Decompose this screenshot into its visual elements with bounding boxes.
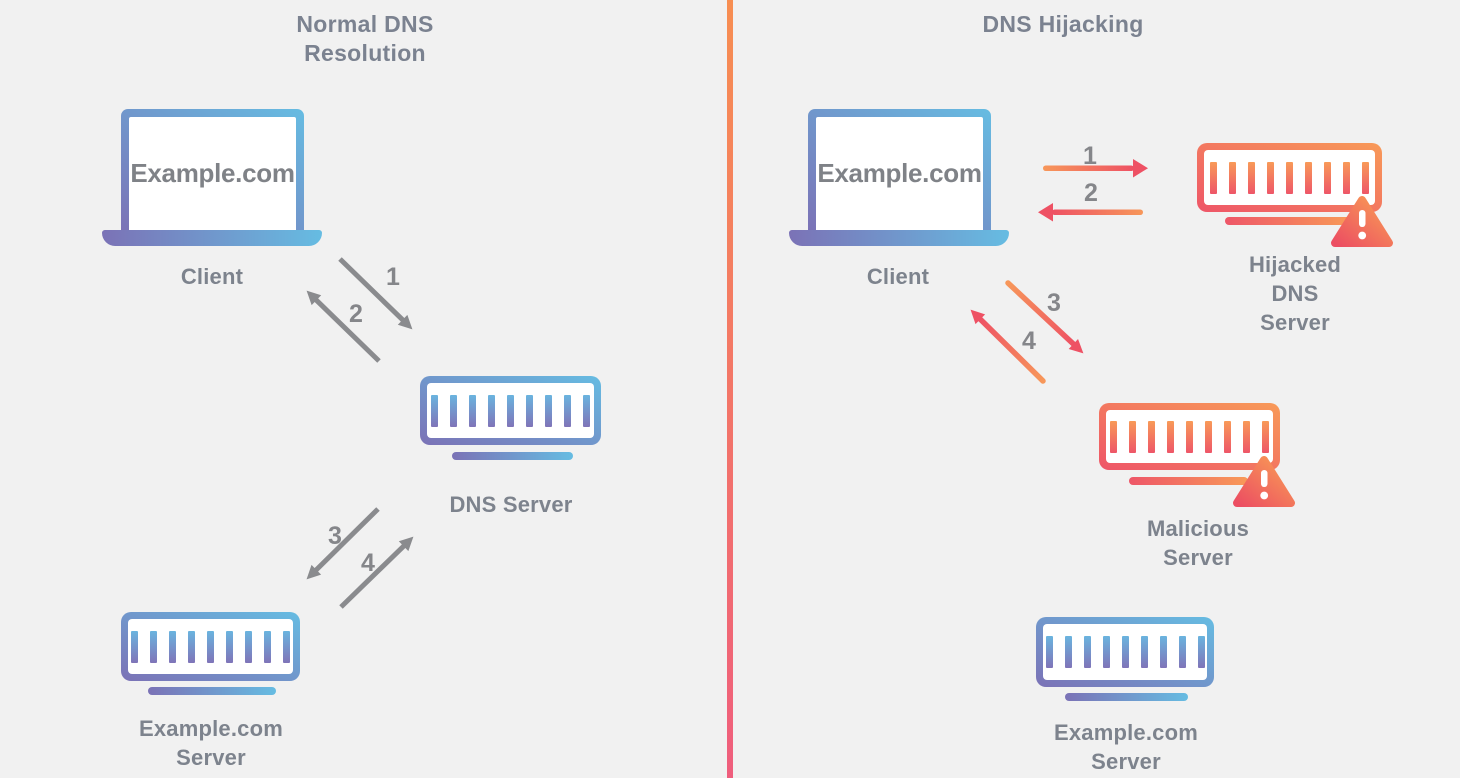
warning-icon bbox=[1331, 196, 1393, 247]
left-arrow-3 bbox=[306, 507, 380, 580]
hijacked-dns-server-label: Hijacked DNS Server bbox=[1195, 250, 1395, 337]
malicious-server-label: Malicious Server bbox=[1098, 514, 1298, 572]
left-client-screen-text: Example.com bbox=[130, 158, 295, 188]
left-arrow-4 bbox=[339, 536, 414, 609]
left-origin-server-stand bbox=[148, 687, 276, 695]
left-client-laptop-icon: Example.com bbox=[121, 109, 304, 230]
right-step-1: 1 bbox=[1083, 142, 1097, 170]
right-panel-title: DNS Hijacking bbox=[982, 11, 1144, 37]
dns-server-label: DNS Server bbox=[449, 492, 573, 517]
malicious-server-icon bbox=[1099, 403, 1280, 470]
left-client-label: Client bbox=[180, 264, 244, 289]
dns-server-stand bbox=[452, 452, 573, 460]
hijacked-dns-server-panel bbox=[1204, 150, 1375, 205]
right-client-screen-text: Example.com bbox=[817, 158, 982, 188]
hijacked-label-line3: Server bbox=[1260, 310, 1330, 335]
hijacked-dns-server-icon bbox=[1197, 143, 1382, 212]
left-origin-server-panel bbox=[128, 619, 293, 674]
dns-server-panel bbox=[427, 383, 594, 438]
left-step-1: 1 bbox=[386, 263, 400, 291]
left-origin-label-line2: Server bbox=[176, 745, 246, 770]
left-origin-label-line1: Example.com bbox=[138, 716, 284, 741]
warning-icon bbox=[1233, 456, 1295, 507]
malicious-label-line2: Server bbox=[1163, 545, 1233, 570]
right-client-laptop-icon: Example.com bbox=[808, 109, 991, 230]
right-origin-server-stand bbox=[1065, 693, 1188, 701]
right-client-label: Client bbox=[866, 264, 930, 289]
right-step-3: 3 bbox=[1047, 289, 1061, 317]
right-origin-server-panel bbox=[1043, 624, 1207, 680]
left-origin-server-icon bbox=[121, 612, 300, 681]
left-title-line1: Normal DNS bbox=[296, 11, 434, 37]
right-origin-server-label: Example.com Server bbox=[1026, 718, 1226, 776]
malicious-server-stand bbox=[1129, 477, 1248, 485]
hijacked-label-line1: Hijacked bbox=[1248, 252, 1342, 277]
right-origin-server-icon bbox=[1036, 617, 1214, 687]
malicious-label-line1: Malicious bbox=[1146, 516, 1250, 541]
left-panel-title: Normal DNS Resolution bbox=[165, 10, 565, 68]
hijacked-dns-server-stand bbox=[1225, 217, 1351, 225]
malicious-server-panel bbox=[1106, 410, 1273, 463]
dns-server-icon bbox=[420, 376, 601, 445]
right-arrow-1 bbox=[1043, 159, 1148, 178]
right-client-laptop-base bbox=[789, 230, 1009, 246]
right-step-2: 2 bbox=[1084, 179, 1098, 207]
right-step-4: 4 bbox=[1022, 327, 1036, 355]
right-origin-label-line1: Example.com bbox=[1053, 720, 1199, 745]
right-arrow-2 bbox=[1038, 203, 1143, 222]
hijacked-label-line2: DNS bbox=[1271, 281, 1319, 306]
left-step-2: 2 bbox=[349, 300, 363, 328]
left-origin-server-label: Example.com Server bbox=[111, 714, 311, 772]
right-origin-label-line2: Server bbox=[1091, 749, 1161, 774]
panel-divider bbox=[727, 0, 733, 778]
left-arrow-2 bbox=[306, 290, 381, 363]
right-arrow-3 bbox=[1005, 280, 1084, 354]
left-step-4: 4 bbox=[361, 549, 375, 577]
right-client-laptop-screen: Example.com bbox=[816, 117, 983, 230]
left-step-3: 3 bbox=[328, 522, 342, 550]
right-arrow-4 bbox=[970, 309, 1046, 384]
left-arrow-1 bbox=[338, 257, 413, 330]
left-client-laptop-base bbox=[102, 230, 322, 246]
left-title-line2: Resolution bbox=[304, 40, 426, 66]
left-client-laptop-screen: Example.com bbox=[129, 117, 296, 230]
